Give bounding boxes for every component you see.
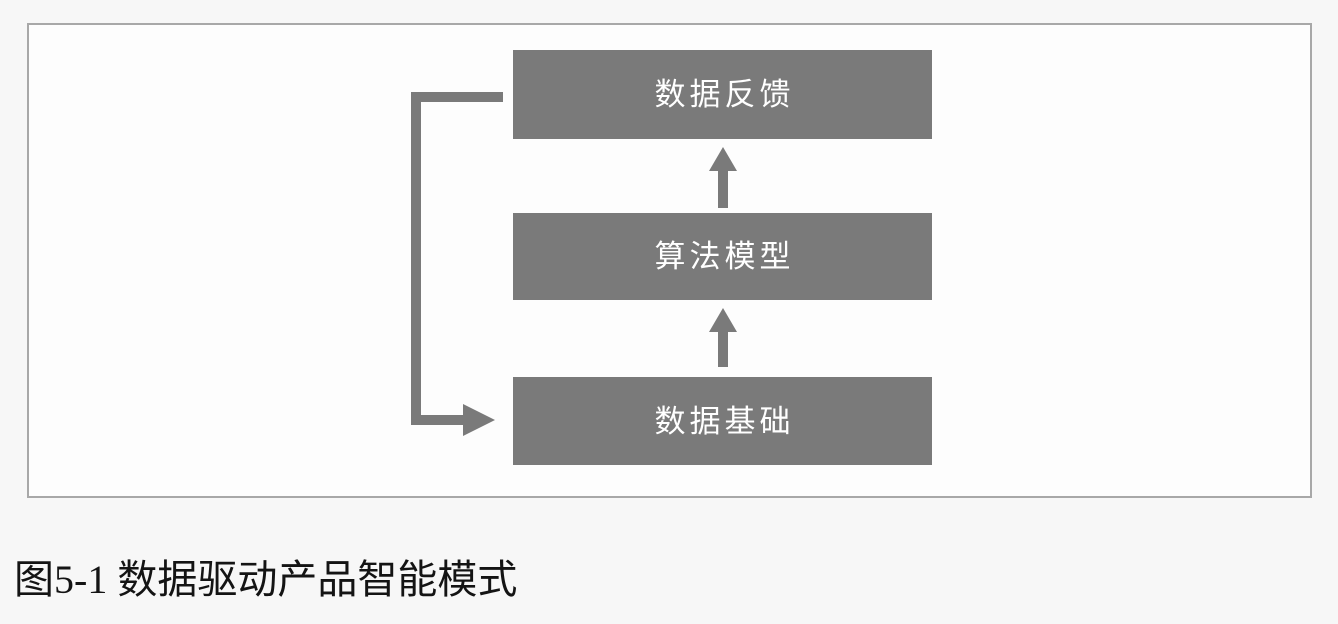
arrow-head-up-icon <box>709 147 737 171</box>
arrow-head-right-icon <box>463 404 495 436</box>
box-data-feedback-label: 数据反馈 <box>654 77 795 112</box>
figure-caption: 图5-1 数据驱动产品智能模式 <box>14 557 518 602</box>
loop-arrow-vertical-segment <box>411 92 421 425</box>
diagram-panel: 数据反馈 算法模型 数据基础 <box>27 23 1312 498</box>
box-algorithm-model-label: 算法模型 <box>654 239 795 274</box>
arrow-stem <box>718 330 728 367</box>
loop-arrow-top-segment <box>411 92 503 102</box>
box-algorithm-model: 算法模型 <box>513 213 932 300</box>
loop-arrow-bottom-segment <box>411 415 465 425</box>
box-data-foundation-label: 数据基础 <box>654 403 795 439</box>
box-data-feedback: 数据反馈 <box>513 50 932 139</box>
arrow-stem <box>718 169 728 208</box>
arrow-head-up-icon <box>709 308 737 332</box>
box-data-foundation: 数据基础 <box>513 377 932 465</box>
